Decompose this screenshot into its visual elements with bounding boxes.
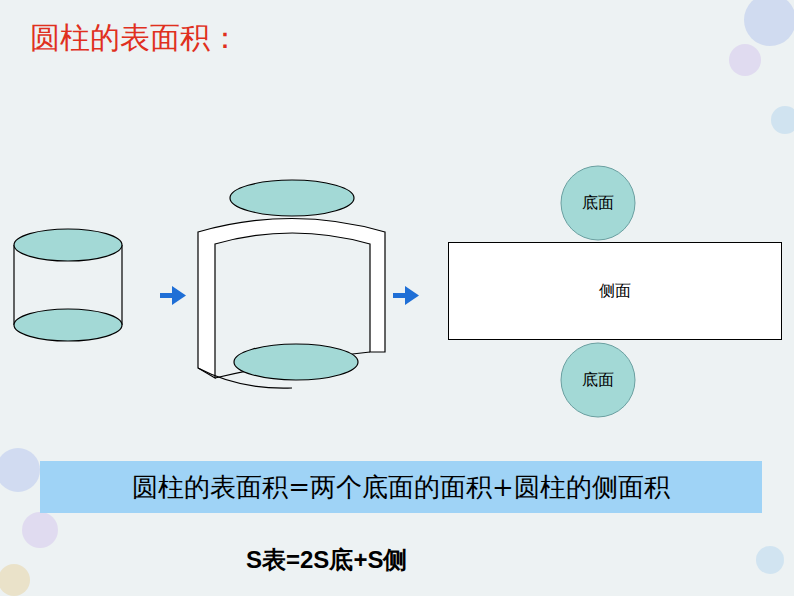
- node-text: 侧面: [599, 281, 631, 302]
- cylinder: [14, 229, 122, 341]
- unrolled-cylinder: [198, 180, 385, 388]
- node-text: 底面: [582, 193, 614, 214]
- lateral-rectangle: 侧面: [448, 242, 782, 340]
- formula-band: 圆柱的表面积=两个底面的面积+圆柱的侧面积: [40, 461, 762, 513]
- formula-label: S表=2S底+S侧: [246, 544, 407, 576]
- node-text: 圆柱的表面积=两个底面的面积+圆柱的侧面积: [132, 470, 670, 505]
- base-circle: 底面: [560, 342, 636, 418]
- node-text: 底面: [582, 370, 614, 391]
- title: 圆柱的表面积：: [30, 18, 240, 59]
- base-circle: 底面: [560, 165, 636, 241]
